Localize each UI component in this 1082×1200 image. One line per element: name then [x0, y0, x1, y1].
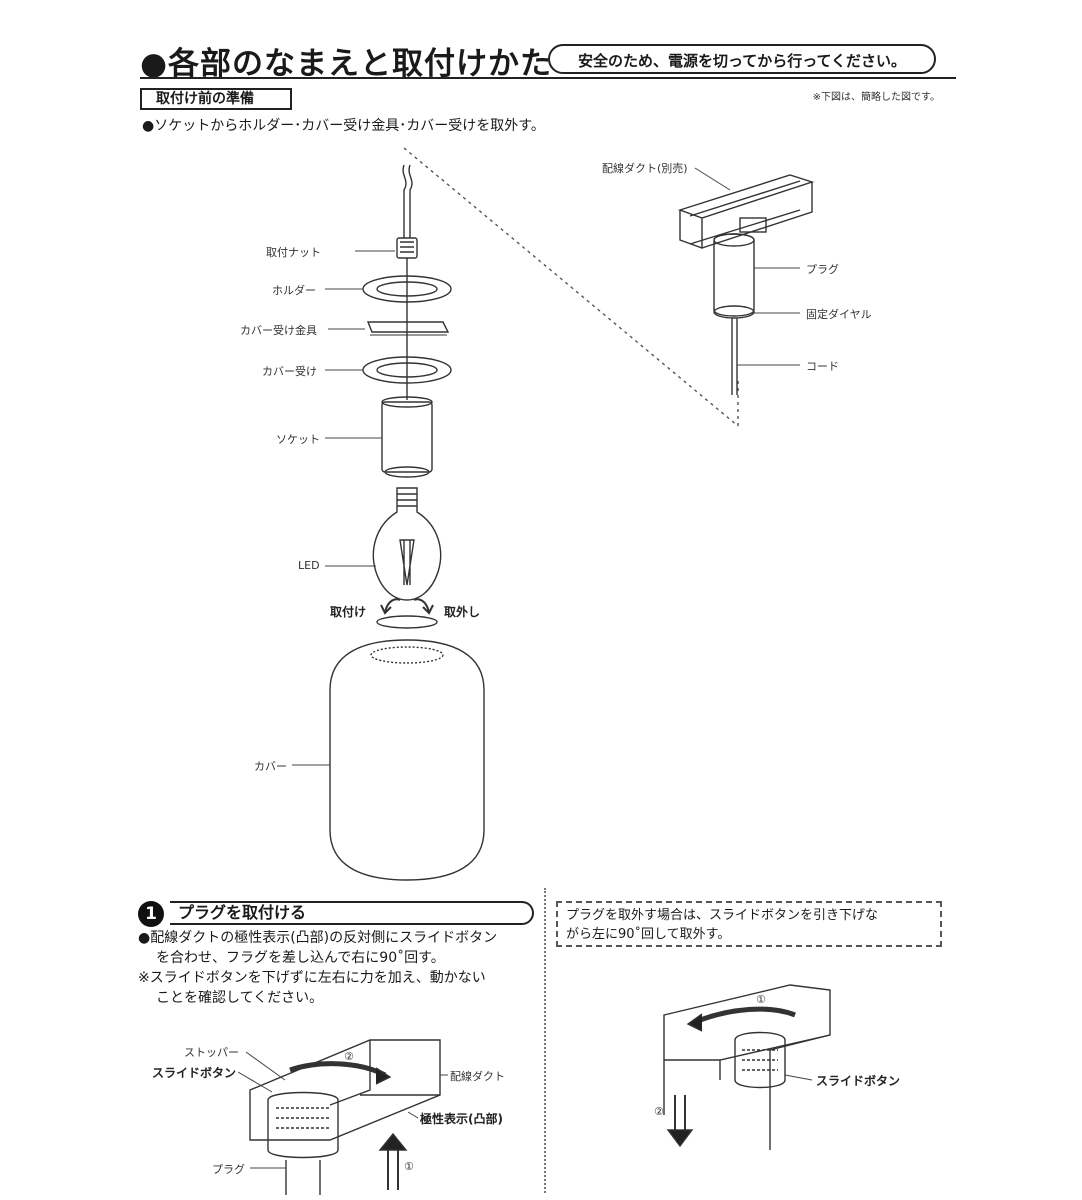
- step1-number-badge: 1: [138, 901, 164, 927]
- removal-note: プラグを取外す場合は、スライドボタンを引き下げな がら左に90˚回して取外す。: [556, 901, 942, 947]
- label-plug: プラグ: [806, 263, 839, 276]
- led-bulb-shape: [372, 487, 442, 601]
- label-stopper: ストッパー: [184, 1046, 239, 1059]
- removal-down-arrow: [674, 1095, 686, 1130]
- label-detach: 取外し: [444, 605, 481, 619]
- label-slide-button: スライドボタン: [152, 1066, 237, 1080]
- label-wiring-duct: 配線ダクト(別売): [602, 162, 688, 175]
- preparation-instruction: ●ソケットからホルダー･カバー受け金具･カバー受けを取外す。: [142, 118, 545, 134]
- attach-arrow: [384, 598, 401, 613]
- step1-rotate-arrow: [289, 1061, 387, 1078]
- label-cover-bracket: カバー受け金具: [240, 324, 317, 337]
- label-holder: ホルダー: [272, 284, 316, 297]
- step1-instruction-2: を合わせ、フラグを差し込んで右に90˚回す。: [156, 950, 445, 966]
- removal-marker-1: ①: [756, 993, 766, 1006]
- step1-up-arrow: [387, 1150, 399, 1190]
- section-divider: [544, 888, 546, 1193]
- step1-caution-1: ※スライドボタンを下げずに左右に力を加え、動かない: [138, 970, 486, 986]
- step1-title: プラグを取付ける: [170, 901, 534, 925]
- step1-plug-shape: [267, 1091, 339, 1159]
- label-polarity: 極性表示(凸部): [420, 1112, 503, 1126]
- step1-marker-2: ②: [344, 1050, 354, 1063]
- label-led: LED: [298, 559, 320, 572]
- removal-note-line-1: プラグを取外す場合は、スライドボタンを引き下げな: [566, 908, 879, 923]
- drawing-note: ※下図は、簡略した図です。: [812, 92, 940, 103]
- label-removal-slide-button: スライドボタン: [816, 1074, 901, 1088]
- removal-note-line-2: がら左に90˚回して取外す。: [566, 927, 731, 942]
- page-title: ●各部のなまえと取付けかた: [140, 46, 553, 82]
- cord-line: [402, 164, 413, 238]
- label-step1-plug: プラグ: [212, 1163, 245, 1176]
- wiring-duct-shape: [677, 174, 815, 249]
- step1-marker-1: ①: [404, 1160, 414, 1173]
- safety-note: 安全のため、電源を切ってから行ってください。: [548, 44, 936, 74]
- detach-arrow: [413, 598, 430, 613]
- label-step1-duct: 配線ダクト: [450, 1070, 505, 1083]
- preparation-heading: 取付け前の準備: [140, 88, 292, 110]
- mounting-nut-shape: [396, 237, 418, 259]
- socket-shape: [381, 401, 433, 473]
- label-fixing-dial: 固定ダイヤル: [806, 308, 872, 321]
- removal-marker-2: ②: [654, 1105, 664, 1118]
- label-mounting-nut: 取付ナット: [266, 246, 321, 259]
- detail-connector: [403, 147, 739, 427]
- removal-plug-shape: [734, 1031, 786, 1089]
- label-cover-receiver: カバー受け: [262, 365, 317, 378]
- label-attach: 取付け: [330, 605, 367, 619]
- label-cover: カバー: [254, 760, 287, 773]
- removal-rotate-arrow: [694, 1006, 796, 1025]
- label-socket: ソケット: [276, 433, 320, 446]
- label-cord: コード: [806, 360, 839, 373]
- step1-instruction-1: ●配線ダクトの極性表示(凸部)の反対側にスライドボタン: [138, 930, 498, 946]
- title-divider: [140, 77, 956, 79]
- cover-bracket-shape: [366, 321, 450, 333]
- step1-caution-2: ことを確認してください。: [156, 990, 324, 1006]
- glass-cover-shape: [329, 639, 485, 881]
